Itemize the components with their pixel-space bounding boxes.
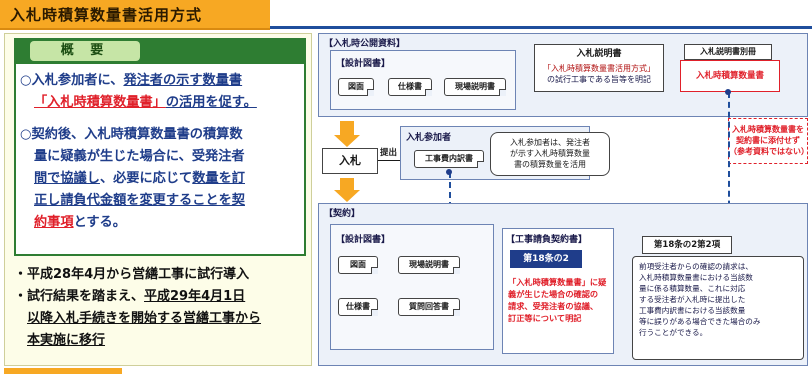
- overview-box: [14, 38, 306, 256]
- not-attached-line3: （参考資料ではない）: [729, 147, 809, 156]
- estimate-breakdown-doc: 工事費内訳書: [414, 150, 484, 168]
- contract-doc-spec: 仕様書: [338, 298, 378, 316]
- clause-badge: 第18条の2: [510, 250, 582, 268]
- bidder-note: 入札参加者は、発注者 が示す入札時積算数量 書の積算数量を活用: [490, 132, 610, 176]
- overview-emphasis: の活用を促す。: [165, 95, 257, 110]
- overview-p1-line1: ○入札参加者に、発注者の示す数量書: [20, 70, 242, 92]
- clause-line1: 「入札時積算数量書」に疑: [508, 277, 607, 287]
- clause-line4: 訂正等について明記: [508, 313, 582, 323]
- overview-p2-line1: ○契約後、入札時積算数量書の積算数: [20, 127, 243, 142]
- flow-arrow-stem-2: [340, 178, 354, 190]
- bidder-note-line3: 書の積算数量を活用: [514, 160, 586, 169]
- public-design-label: 【設計図書】: [336, 59, 391, 69]
- bullet-text: ・試行結果を踏まえ、: [14, 289, 145, 304]
- bidder-note-line1: 入札参加者は、発注者: [510, 138, 590, 147]
- article-label: 第18条の2第2項: [642, 236, 732, 254]
- public-doc-spec: 仕様書: [388, 78, 432, 96]
- contract-doc-drawings: 図面: [338, 256, 378, 274]
- overview-emphasis: 発注者の示す数量書: [123, 73, 243, 88]
- bullet-1: ・平成28年4月から営繕工事に試行導入: [14, 267, 250, 282]
- bid-quantity-sheet: 入札時積算数量書: [680, 60, 780, 92]
- submit-line: [378, 160, 400, 161]
- bullet-2-line2: 以降入札手続きを開始する営繕工事から: [27, 311, 262, 326]
- bullet-emphasis: 平成29年4月1日: [144, 289, 246, 304]
- bid-attachment-title: 入札説明書別冊: [684, 44, 772, 60]
- not-attached-note: 入札時積算数量書を 契約書に添付せず （参考資料ではない）: [728, 118, 809, 164]
- flow-arrow-stem-1: [340, 121, 354, 135]
- contract-design-label: 【設計図書】: [336, 235, 391, 245]
- connector-estimate-down: [449, 172, 451, 228]
- contract-clause-group: [502, 228, 614, 354]
- article-text: 前項受注者からの確認の請求は、 入札時積算数量書における当該数 量に係る積算数量…: [632, 256, 804, 360]
- article-line1: 前項受注者からの確認の請求は、: [639, 262, 753, 271]
- bid-instructions-line2: の試行工事である旨等を明記: [547, 75, 651, 84]
- overview-emphasis: 正し請負代金額を変更することを契: [34, 193, 245, 208]
- flow-arrow-1: [334, 135, 360, 147]
- overview-highlight: 「入札時積算数量書」: [34, 95, 166, 110]
- article-line6: 等に誤りがある場合できた場合のみ: [639, 317, 761, 326]
- overview-text: 、必要に応じて: [99, 171, 193, 186]
- bottom-accent: [4, 368, 122, 374]
- overview-text: とする。: [73, 215, 126, 230]
- public-doc-site-explanation: 現場説明書: [444, 78, 506, 96]
- submit-label: 提出: [380, 148, 398, 158]
- bid-instructions-line1: 「入札時積算数量書活用方式」: [543, 64, 655, 73]
- title-tab: [0, 0, 270, 30]
- bullet-2-line1: ・試行結果を踏まえ、平成29年4月1日: [14, 286, 261, 308]
- overview-highlight: 約事項: [34, 215, 74, 230]
- bid-instructions-title: 入札説明書: [576, 49, 622, 59]
- overview-p2-line4: 正し請負代金額を変更することを契: [34, 190, 245, 212]
- contract-clause-label: 【工事請負契約書】: [506, 235, 588, 245]
- bidder-note-line2: が示す入札時積算数量: [510, 149, 590, 158]
- connector-dot: [725, 89, 731, 95]
- not-attached-line2: 契約書に添付せず: [736, 136, 800, 145]
- overview-emphasis: 数量を訂: [192, 171, 245, 186]
- overview-p1-line2: 「入札時積算数量書」の活用を促す。: [34, 92, 257, 114]
- overview-p2-line5: 約事項とする。: [34, 212, 126, 234]
- flow-arrow-2: [334, 190, 360, 202]
- connector-quantity-down: [728, 92, 730, 256]
- clause-line3: 請求、受発注者の協議、: [508, 301, 599, 311]
- contract-doc-qa: 質問回答書: [398, 298, 460, 316]
- public-doc-drawings: 図面: [338, 78, 374, 96]
- contract-design-group: [330, 224, 494, 350]
- title-underline: [270, 26, 812, 29]
- article-line7: 行うことができる。: [639, 328, 708, 337]
- bid-instructions-box: 入札説明書 「入札時積算数量書活用方式」 の試行工事である旨等を明記: [534, 44, 664, 92]
- public-documents-label: 【入札時公開資料】: [324, 39, 406, 49]
- contract-label: 【契約】: [324, 209, 361, 219]
- page-title: 入札時積算数量書活用方式: [10, 6, 203, 24]
- overview-p2-line2: 量に疑義が生じた場合に、受発注者: [34, 149, 245, 164]
- bidder-label: 入札参加者: [406, 133, 452, 143]
- overview-text: ○入札参加者に、: [20, 73, 124, 88]
- not-attached-line1: 入札時積算数量書を: [732, 125, 804, 134]
- article-line3: 量に係る積算数量、これに対応: [639, 284, 746, 293]
- article-line4: する受注者が入札時に提出した: [639, 295, 746, 304]
- clause-line2: 義が生じた場合の確認の: [508, 289, 599, 299]
- article-line5: 工事費内訳書における当該数量: [639, 306, 746, 315]
- overview-p2-line3: 間で協議し、必要に応じて数量を訂: [34, 168, 245, 190]
- clause-text: 「入札時積算数量書」に疑 義が生じた場合の確認の 請求、受発注者の協議、 訂正等…: [508, 276, 606, 324]
- overview-title: 概 要: [30, 41, 140, 61]
- overview-emphasis: 間で協議し: [34, 171, 100, 186]
- bid-box: 入札: [322, 148, 378, 174]
- bullet-list: ・平成28年4月から営繕工事に試行導入 ・試行結果を踏まえ、平成29年4月1日 …: [14, 264, 261, 352]
- article-line2: 入札時積算数量書における当該数: [639, 273, 753, 282]
- connector-dot: [446, 169, 452, 175]
- contract-doc-site-explanation: 現場説明書: [398, 256, 460, 274]
- bullet-2-line3: 本実施に移行: [27, 333, 106, 348]
